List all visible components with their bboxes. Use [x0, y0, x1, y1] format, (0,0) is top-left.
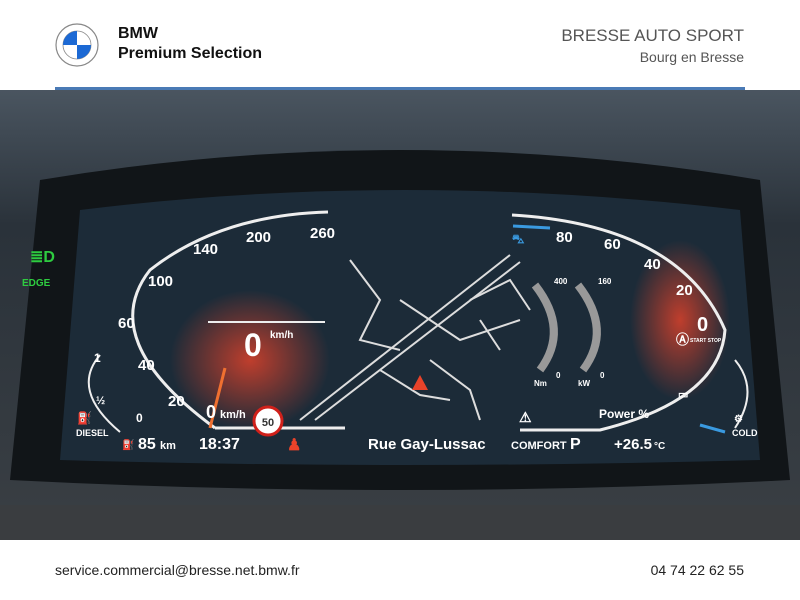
battery-icon: ▭: [678, 389, 688, 401]
dealer-name: BRESSE AUTO SPORT: [561, 26, 744, 45]
header-divider: [55, 87, 745, 90]
speed-tick: 200: [246, 229, 271, 246]
auto-start-stop-label: START STOP: [690, 338, 722, 344]
range-fuel-icon: ⛽: [122, 438, 134, 451]
small-speed-value: 0: [206, 402, 216, 422]
kw-unit: kW: [578, 379, 590, 388]
kw-min: 0: [600, 371, 605, 380]
power-tick: 60: [604, 236, 621, 253]
fuel-type-label: DIESEL: [76, 428, 109, 438]
torque-unit: Nm: [534, 379, 547, 388]
coolant-label: COLD: [732, 428, 758, 438]
torque-gauge: [531, 282, 558, 373]
kw-gauge: [574, 282, 601, 373]
contact-phone[interactable]: 04 74 22 62 55: [650, 562, 744, 578]
speed-tick: 100: [148, 273, 173, 290]
navigation-arrow-icon: [412, 375, 428, 390]
power-tick: 80: [556, 229, 573, 246]
fuel-half-label: ½: [96, 395, 105, 407]
contact-email[interactable]: service.commercial@bresse.net.bmw.fr: [55, 562, 300, 578]
warning-triangle-icon: ⚠: [519, 409, 532, 425]
coolant-icon: ⚙: [734, 414, 743, 425]
speed-needle: [208, 367, 227, 429]
speed-tick: 40: [138, 357, 155, 374]
speed-tick: 260: [310, 225, 335, 242]
outside-temperature: +26.5: [614, 436, 652, 453]
power-label: Power %: [599, 407, 649, 421]
footer: service.commercial@bresse.net.bmw.fr 04 …: [0, 540, 800, 600]
speed-tick: 140: [193, 241, 218, 258]
speed-limit-value: 50: [262, 417, 274, 429]
coolant-gauge-arc: [734, 359, 749, 429]
dashboard-photo: 20 40 60 100 140 200 260 0 km/h 0 km/h 5…: [0, 90, 800, 540]
small-speed-unit: km/h: [220, 409, 246, 421]
range-value: 85: [138, 436, 156, 453]
bmw-roundel-icon: [55, 23, 99, 67]
power-tick: 40: [644, 256, 661, 273]
power-meter-arc: [511, 213, 727, 432]
speed-unit: km/h: [270, 330, 293, 341]
torque-max: 400: [554, 277, 568, 286]
kw-max: 160: [598, 277, 612, 286]
range-unit: km: [160, 440, 176, 452]
brand-subtitle: Premium Selection: [118, 45, 263, 62]
speed-tick: 60: [118, 315, 135, 332]
brand-name: BMW: [118, 25, 158, 42]
drive-mode: COMFORT: [511, 440, 567, 452]
power-tick: 20: [676, 282, 693, 299]
seatbelt-warning-icon: ♟: [287, 437, 301, 454]
gear-indicator: P: [570, 436, 581, 453]
auto-start-stop-icon: Ⓐ: [676, 332, 689, 347]
speed-limit-sign: [252, 405, 284, 437]
navigation-map: [299, 254, 531, 421]
clock-time: 18:37: [199, 436, 240, 453]
speed-tick: 20: [168, 393, 185, 410]
temperature-unit: °C: [654, 441, 665, 452]
fuel-pump-icon: ⛽: [77, 411, 92, 425]
fuel-full-label: 1: [94, 351, 101, 365]
headlight-indicator-icon: ≣D: [30, 249, 55, 266]
fuel-empty-label: 0: [136, 411, 143, 425]
speed-value: 0: [244, 327, 262, 363]
dealer-city: Bourg en Bresse: [639, 49, 744, 65]
power-tick: 0: [697, 314, 708, 336]
speedometer-arc: [131, 210, 329, 430]
fuel-gauge-arc: [87, 354, 121, 433]
edge-indicator-icon: EDGE: [22, 278, 51, 289]
header: BMW Premium Selection BRESSE AUTO SPORT …: [0, 0, 800, 88]
torque-min: 0: [556, 371, 561, 380]
street-name: Rue Gay-Lussac: [368, 436, 486, 453]
eco-car-icon: ⛍: [512, 232, 525, 246]
